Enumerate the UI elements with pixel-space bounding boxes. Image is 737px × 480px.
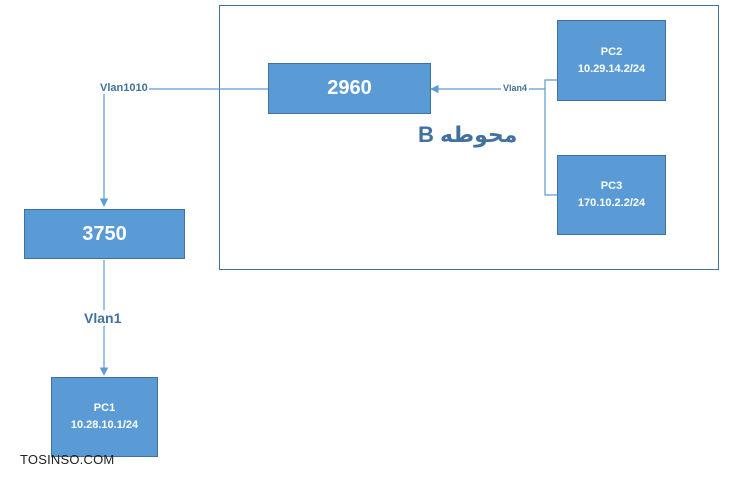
vlan1010-label: Vlan1010 — [99, 82, 149, 94]
vlan1-label: Vlan1 — [83, 310, 123, 326]
bracket-pc2-pc3 — [544, 79, 557, 196]
area-label: محوطه B — [418, 122, 518, 147]
pc2-name: PC2 — [600, 45, 623, 58]
switch-2960: 2960 — [268, 63, 431, 114]
pc2-node: PC2 10.29.14.2/24 — [557, 20, 666, 101]
pc3-node: PC3 170.10.2.2/24 — [557, 155, 666, 235]
pc2-ip: 10.29.14.2/24 — [577, 62, 646, 75]
switch-3750-label: 3750 — [82, 222, 127, 245]
vlan4-label: Vlan4 — [501, 83, 530, 93]
watermark-text: TOSINSO.COM — [20, 452, 115, 467]
pc3-ip: 170.10.2.2/24 — [577, 197, 646, 209]
link-2960-to-3750 — [99, 88, 268, 207]
switch-3750: 3750 — [24, 209, 185, 259]
pc3-name: PC3 — [600, 180, 623, 192]
pc1-node: PC1 10.28.10.1/24 — [51, 377, 158, 457]
switch-2960-label: 2960 — [327, 77, 372, 99]
pc1-ip: 10.28.10.1/24 — [70, 419, 139, 431]
pc1-name: PC1 — [93, 402, 116, 414]
area-b-boundary — [219, 5, 719, 270]
